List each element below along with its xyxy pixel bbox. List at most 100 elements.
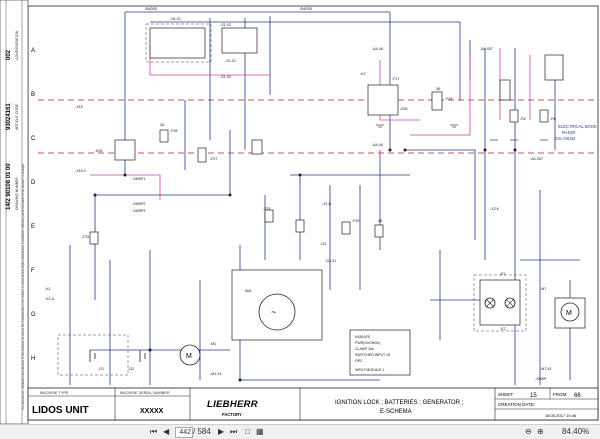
svg-text:SWITCHED INPUT 15: SWITCHED INPUT 15: [355, 353, 390, 357]
svg-text:FACTORY: FACTORY: [222, 412, 242, 417]
from-label: FROM:: [553, 392, 568, 397]
svg-text:RADIO: RADIO: [562, 130, 576, 135]
svg-text:M: M: [186, 353, 192, 360]
svg-text:INPUT MODULE 1: INPUT MODULE 1: [355, 368, 384, 372]
vertical-rev: 002: [6, 49, 12, 60]
title-line-1: IGNITION LOCK ; BATTERIES ; GENERATOR ;: [335, 400, 464, 406]
schematic-sheet: 93024161 14/2 90108 01 00 002 ARTICLE CO…: [0, 0, 599, 424]
svg-text:ELECTRICAL BOOK: ELECTRICAL BOOK: [558, 124, 597, 129]
svg-text:-K1.A: -K1.A: [45, 297, 55, 301]
document-viewer[interactable]: 93024161 14/2 90108 01 00 002 ARTICLE CO…: [0, 0, 600, 424]
svg-text:-S1.X1: -S1.X1: [170, 17, 181, 21]
svg-text:-G3: -G3: [320, 242, 326, 246]
svg-text:0N/0S0: 0N/0S0: [145, 7, 157, 11]
svg-text:-XMSP: -XMSP: [535, 377, 547, 381]
vertical-l1: ARTICLE CODE: [15, 104, 19, 130]
svg-text:-K52: -K52: [400, 107, 408, 111]
svg-text:-R2: -R2: [520, 117, 526, 121]
svg-text:OPC: OPC: [355, 359, 363, 363]
zoom-level[interactable]: 84.40%: [562, 427, 590, 436]
svg-text:-F30: -F30: [352, 219, 359, 223]
svg-text:-F17: -F17: [392, 77, 399, 81]
svg-text:-G1: -G1: [98, 367, 104, 371]
svg-text:C: C: [31, 136, 36, 142]
svg-text:2A: 2A: [160, 123, 165, 127]
svg-text:-XMSP2: -XMSP2: [132, 202, 145, 206]
vertical-id: 93024161: [6, 103, 12, 130]
svg-text:PWR(OnOff/On): PWR(OnOff/On): [355, 341, 380, 345]
svg-text:-A4.X6: -A4.X6: [372, 143, 383, 147]
svg-text:4A: 4A: [378, 219, 383, 223]
machine-type: LIDOS UNIT: [32, 405, 89, 416]
first-page-icon[interactable]: ⏮: [150, 427, 158, 436]
svg-text:-F28: -F28: [170, 129, 177, 133]
side-notes: ELECTRICAL BOOK RADIO GS=G8.B3: [555, 124, 597, 141]
svg-text:-E1: -E1: [500, 272, 506, 276]
svg-text:-X15: -X15: [75, 105, 83, 109]
svg-text:E: E: [31, 224, 35, 230]
svg-text:CLAMP 15e: CLAMP 15e: [355, 347, 374, 351]
prev-page-icon[interactable]: ◀: [163, 427, 170, 436]
sheet-number: 15: [530, 393, 537, 399]
svg-text:D: D: [31, 180, 36, 186]
thumbnail-icon[interactable]: ▦: [256, 427, 264, 436]
zoom-out-icon[interactable]: ⊖: [525, 427, 532, 436]
svg-text:-K1: -K1: [45, 287, 51, 291]
page-total: / 584: [193, 427, 211, 436]
sheet-label: SHEET:: [498, 392, 514, 397]
svg-text:-X2.K: -X2.K: [490, 207, 500, 211]
title-block: MACHINE TYPE LIDOS UNIT MACHINE SERIAL N…: [27, 387, 599, 421]
brand-logo: LIEBHERR FACTORY: [205, 398, 265, 417]
svg-text:-M7: -M7: [540, 287, 546, 291]
svg-text:-K01: -K01: [95, 149, 103, 153]
svg-text:LIEBHERR: LIEBHERR: [207, 399, 258, 410]
svg-text:-R6: -R6: [550, 117, 556, 121]
svg-text:-A4.X6: -A4.X6: [372, 47, 383, 51]
svg-text:80A: 80A: [245, 289, 252, 293]
svg-text:G: G: [31, 312, 36, 318]
svg-text:-XMSP1: -XMSP1: [132, 177, 145, 181]
svg-text:-M7.X1: -M7.X1: [540, 367, 552, 371]
svg-text:F: F: [31, 268, 35, 274]
svg-text:3A: 3A: [436, 87, 441, 91]
svg-text:-F23: -F23: [263, 207, 270, 211]
svg-text:H: H: [31, 356, 35, 362]
serial: XXXXX: [140, 408, 164, 415]
svg-text:-X1.B: -X1.B: [322, 202, 332, 206]
svg-text:M: M: [566, 310, 572, 317]
svg-text:-S1.X2: -S1.X2: [220, 23, 231, 27]
svg-text:-F27: -F27: [210, 157, 217, 161]
from-number: 66: [574, 393, 581, 399]
page-number-input[interactable]: 442: [175, 427, 193, 438]
pdf-toolbar: ⏮ ◀ 442 / 584 ▶ ⏭ □ ▦ ⊖ ⊕ 84.40%: [0, 424, 600, 439]
svg-text:0N/0S0: 0N/0S0: [300, 7, 312, 11]
zoom-in-icon[interactable]: ⊕: [537, 427, 544, 436]
vertical-code: 14/2 90108 01 00: [6, 163, 12, 210]
vertical-l3: CONFIGURATION: [15, 30, 19, 60]
svg-text:-A4.X57: -A4.X57: [530, 157, 543, 161]
svg-text:-S1.X1: -S1.X1: [225, 59, 236, 63]
svg-text:-G2: -G2: [128, 367, 134, 371]
next-page-icon[interactable]: ▶: [218, 427, 225, 436]
svg-text:-S1.X2: -S1.X2: [220, 75, 231, 79]
fit-page-icon[interactable]: □: [245, 427, 250, 436]
vertical-l2: DRAWING NUMBER: [15, 177, 19, 210]
svg-text:N18A0F5: N18A0F5: [355, 335, 370, 339]
svg-text:-XMSP3: -XMSP3: [132, 209, 145, 213]
svg-text:~: ~: [271, 307, 276, 317]
svg-text:B: B: [31, 92, 35, 98]
title-line-2: E-SCHEMA: [380, 409, 412, 415]
machine-type-label: MACHINE TYPE: [40, 391, 69, 395]
serial-label: MACHINE SERIAL NUMBER: [120, 391, 170, 395]
last-page-icon[interactable]: ⏭: [230, 427, 238, 436]
svg-text:-E2: -E2: [500, 327, 506, 331]
svg-text:-X15.X: -X15.X: [75, 169, 87, 173]
svg-text:-M1: -M1: [210, 342, 216, 346]
legal-note: The reproduction, distribution and utili…: [21, 163, 25, 410]
svg-text:-F18: -F18: [445, 97, 452, 101]
svg-text:-A4.X57: -A4.X57: [480, 47, 493, 51]
row-labels: A B C D E F G H: [31, 48, 36, 362]
creation-date: 18.05.2017 15:46: [545, 413, 577, 418]
svg-text:-F31: -F31: [82, 235, 89, 239]
svg-text:-M1.X1: -M1.X1: [210, 372, 222, 376]
